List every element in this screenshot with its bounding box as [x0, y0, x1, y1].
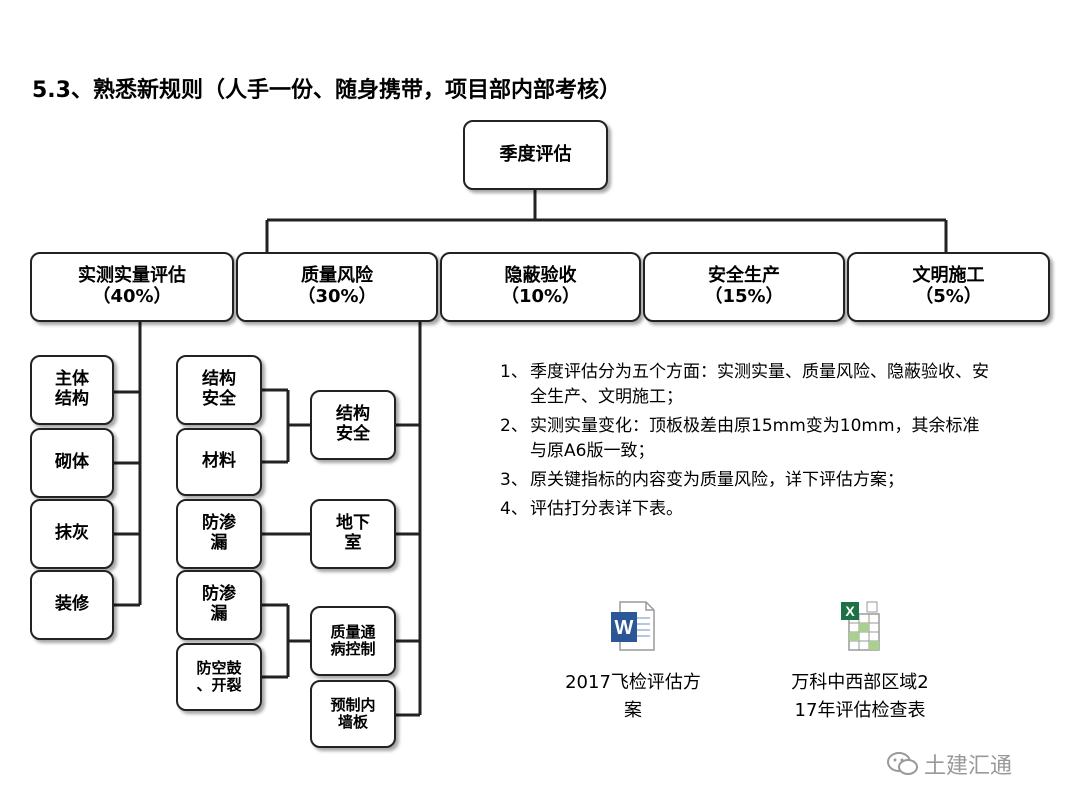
risk-item-label: 防渗 [202, 584, 236, 605]
risk-group-label: 质量通 [330, 622, 376, 641]
watermark-text: 土建汇通 [924, 754, 1013, 779]
category-weight: （15%） [704, 286, 784, 307]
measure-item-label: 主体 [55, 369, 89, 390]
risk-group-label: 室 [344, 533, 362, 553]
category-box-measure: 实测实量评估 （40%） [30, 252, 234, 322]
notes-list: 1、 季度评估分为五个方面：实测实量、质量风险、隐蔽验收、安全生产、文明施工； … [500, 360, 990, 526]
risk-group-label: 病控制 [330, 640, 376, 658]
file-caption: 案 [624, 700, 642, 721]
measure-item-label: 抹灰 [55, 523, 89, 544]
watermark: 土建汇通 [886, 748, 1012, 780]
risk-group-label: 预制内 [330, 695, 376, 714]
category-name: 隐蔽验收 [504, 265, 577, 287]
note-number: 1、 [500, 362, 528, 382]
category-name: 质量风险 [301, 265, 373, 287]
note-item: 4、 评估打分表详下表。 [500, 497, 990, 522]
measure-item-box: 砌体 [30, 428, 114, 498]
category-weight: （10%） [500, 286, 581, 307]
measure-item-box: 装修 [30, 570, 114, 640]
wechat-icon [887, 752, 918, 775]
svg-text:W: W [615, 617, 634, 639]
word-attachment[interactable]: W 2017飞检评估方 案 [562, 600, 704, 725]
risk-item-label: 防空鼓 [196, 658, 242, 677]
note-item: 1、 季度评估分为五个方面：实测实量、质量风险、隐蔽验收、安全生产、文明施工； [500, 360, 990, 410]
root-node-label: 季度评估 [499, 143, 572, 165]
category-weight: （5%） [915, 286, 982, 307]
risk-item-label: 材料 [202, 451, 236, 472]
category-name: 文明施工 [912, 265, 985, 287]
measure-item-label: 装修 [55, 594, 89, 615]
word-icon: W [611, 601, 655, 651]
note-text: 实测实量变化：顶板极差由原15mm变为10mm，其余标准与原A6版一致； [530, 416, 980, 461]
root-node-box: 季度评估 [463, 120, 608, 190]
risk-group-box: 预制内 墙板 [310, 680, 396, 748]
risk-item-box: 结构 安全 [176, 355, 262, 425]
risk-group-box: 地下 室 [310, 499, 396, 569]
measure-item-label: 结构 [55, 389, 89, 409]
category-box-concealed: 隐蔽验收 （10%） [440, 252, 641, 322]
risk-group-box: 结构 安全 [310, 390, 396, 460]
excel-icon: X [841, 601, 880, 651]
note-number: 3、 [500, 470, 528, 490]
note-text: 原关键指标的内容变为质量风险，详下评估方案； [530, 470, 904, 490]
risk-item-label: 漏 [210, 604, 228, 624]
category-weight: （30%） [297, 286, 377, 307]
category-box-civilized: 文明施工 （5%） [847, 252, 1050, 322]
file-caption: 万科中西部区域2 [791, 672, 929, 693]
category-box-safety: 安全生产 （15%） [643, 252, 845, 322]
measure-item-box: 抹灰 [30, 499, 114, 569]
note-item: 2、 实测实量变化：顶板极差由原15mm变为10mm，其余标准与原A6版一致； [500, 414, 990, 464]
risk-item-box: 防空鼓 、开裂 [176, 643, 262, 711]
note-item: 3、 原关键指标的内容变为质量风险，详下评估方案； [500, 468, 990, 493]
risk-item-box: 材料 [176, 428, 262, 496]
measure-item-box: 主体 结构 [30, 355, 114, 425]
excel-attachment[interactable]: X 万科中西部区域2 17年评估检查表 [786, 600, 934, 725]
risk-group-label: 墙板 [337, 713, 368, 731]
note-number: 4、 [500, 499, 528, 519]
risk-group-box: 质量通 病控制 [310, 606, 396, 676]
note-text: 评估打分表详下表。 [530, 499, 683, 519]
category-weight: （40%） [92, 286, 172, 307]
svg-text:X: X [845, 603, 855, 619]
category-name: 实测实量评估 [78, 265, 186, 287]
note-text: 季度评估分为五个方面：实测实量、质量风险、隐蔽验收、安全生产、文明施工； [530, 362, 989, 407]
risk-group-label: 结构 [336, 404, 370, 425]
risk-item-label: 、开裂 [196, 676, 242, 694]
file-caption: 2017飞检评估方 [565, 672, 701, 693]
risk-item-label: 防渗 [202, 513, 236, 534]
category-box-quality-risk: 质量风险 （30%） [236, 252, 438, 322]
risk-item-label: 结构 [202, 369, 236, 390]
risk-item-label: 安全 [202, 389, 236, 409]
file-caption: 17年评估检查表 [794, 700, 926, 721]
category-name: 安全生产 [708, 265, 780, 287]
measure-item-label: 砌体 [55, 452, 89, 473]
risk-item-label: 漏 [210, 533, 228, 553]
risk-item-box: 防渗 漏 [176, 570, 262, 640]
note-number: 2、 [500, 416, 528, 436]
risk-group-label: 安全 [336, 424, 370, 444]
page-title: 5.3、熟悉新规则（人手一份、随身携带，项目部内部考核） [32, 78, 621, 103]
risk-group-label: 地下 [336, 513, 370, 534]
risk-item-box: 防渗 漏 [176, 499, 262, 569]
